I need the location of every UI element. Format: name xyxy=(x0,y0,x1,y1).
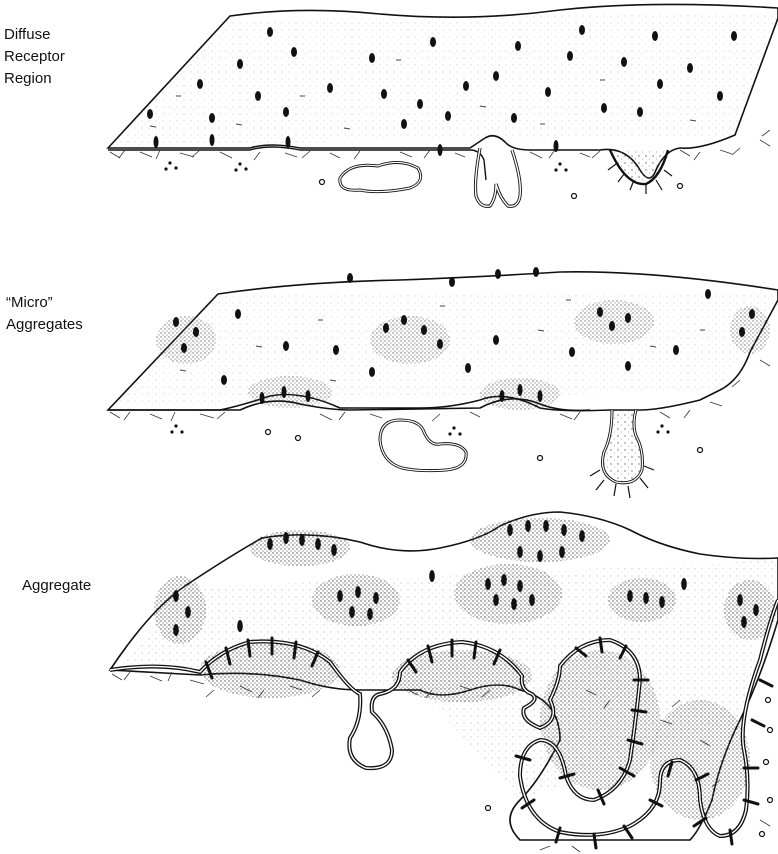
coated-pit xyxy=(603,410,643,483)
aggregate-panel xyxy=(110,512,778,852)
vesicle xyxy=(340,162,421,191)
coated-pit-right xyxy=(610,150,668,184)
diffuse-panel xyxy=(108,4,778,206)
micro-aggregates-panel xyxy=(108,267,778,498)
membrane-edge xyxy=(108,147,486,180)
